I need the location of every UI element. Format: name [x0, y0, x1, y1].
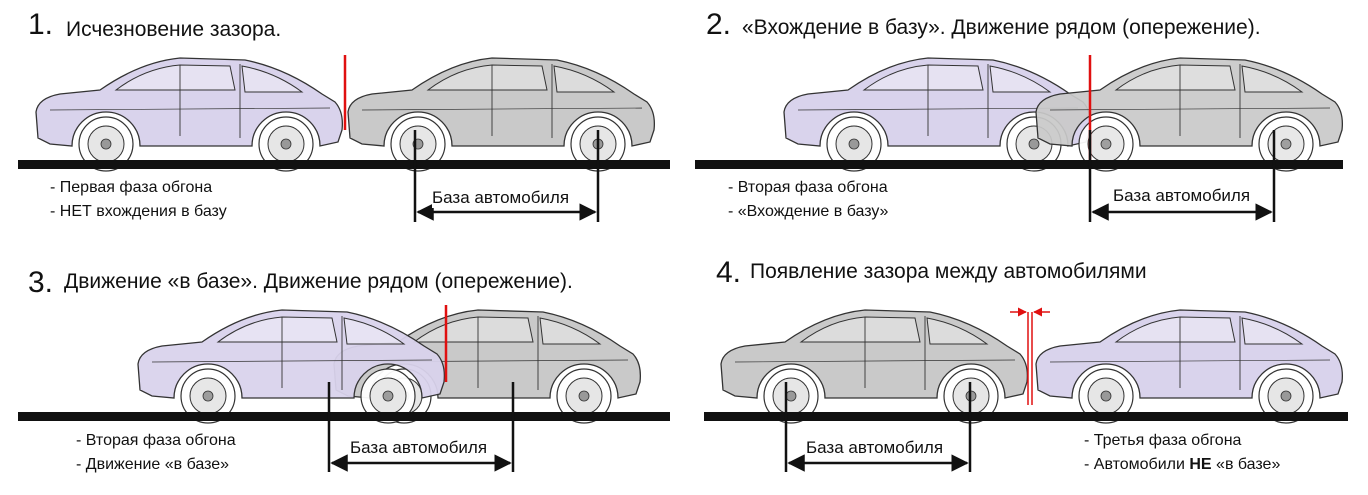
panel-4-title: Появление зазора между автомобилями [750, 260, 1147, 283]
car-overtaken [720, 309, 1029, 424]
road [18, 412, 670, 421]
panel-4-number: 4. [716, 256, 742, 289]
panel-1-note-1: - Первая фаза обгона [50, 179, 213, 196]
panel-3-drawing [18, 305, 670, 472]
car-overtaken [347, 57, 656, 172]
panel-2-number: 2. [706, 8, 732, 41]
road [704, 412, 1348, 421]
panel-1-number: 1. [28, 8, 54, 41]
panel-1-drawing [18, 55, 670, 222]
panel-4-note-2-bold: НЕ [1189, 456, 1212, 473]
panel-3-title: Движение «в базе». Движение рядом (опере… [64, 270, 573, 293]
panel-3-note-1: - Вторая фаза обгона [76, 432, 236, 449]
panel-2-note-1: - Вторая фаза обгона [728, 179, 888, 196]
panel-4-note-2-suffix: «в базе» [1211, 456, 1281, 473]
car-overtaking [35, 57, 344, 172]
panel-1-base-label: База автомобиля [432, 188, 570, 208]
panel-4-base-label: База автомобиля [806, 438, 944, 458]
panel-4-note-2: - Автомобили НЕ «в базе» [1084, 454, 1280, 476]
panel-3-base-label: База автомобиля [350, 438, 488, 458]
panel-2-base-label: База автомобиля [1113, 186, 1251, 206]
panel-3-note-2: - Движение «в базе» [76, 456, 230, 473]
panel-2-note-2: - «Вхождение в базу» [728, 203, 889, 220]
panel-2-drawing [695, 55, 1344, 222]
road [18, 160, 670, 169]
panel-1-note-2: - НЕТ вхождения в базу [50, 203, 227, 220]
panel-4-drawing [704, 307, 1348, 472]
car-overtaking [137, 309, 446, 424]
panel-3-number: 3. [28, 266, 54, 299]
panel-4-note-1: - Третья фаза обгона [1084, 432, 1242, 449]
panel-1-title: Исчезновение зазора. [66, 18, 282, 41]
car-overtaken [1035, 57, 1344, 172]
panel-2-title: «Вхождение в базу». Движение рядом (опер… [742, 16, 1261, 39]
car-overtaking [1035, 309, 1344, 424]
road [695, 160, 1343, 169]
panel-4-note-2-prefix: - Автомобили [1084, 456, 1190, 473]
